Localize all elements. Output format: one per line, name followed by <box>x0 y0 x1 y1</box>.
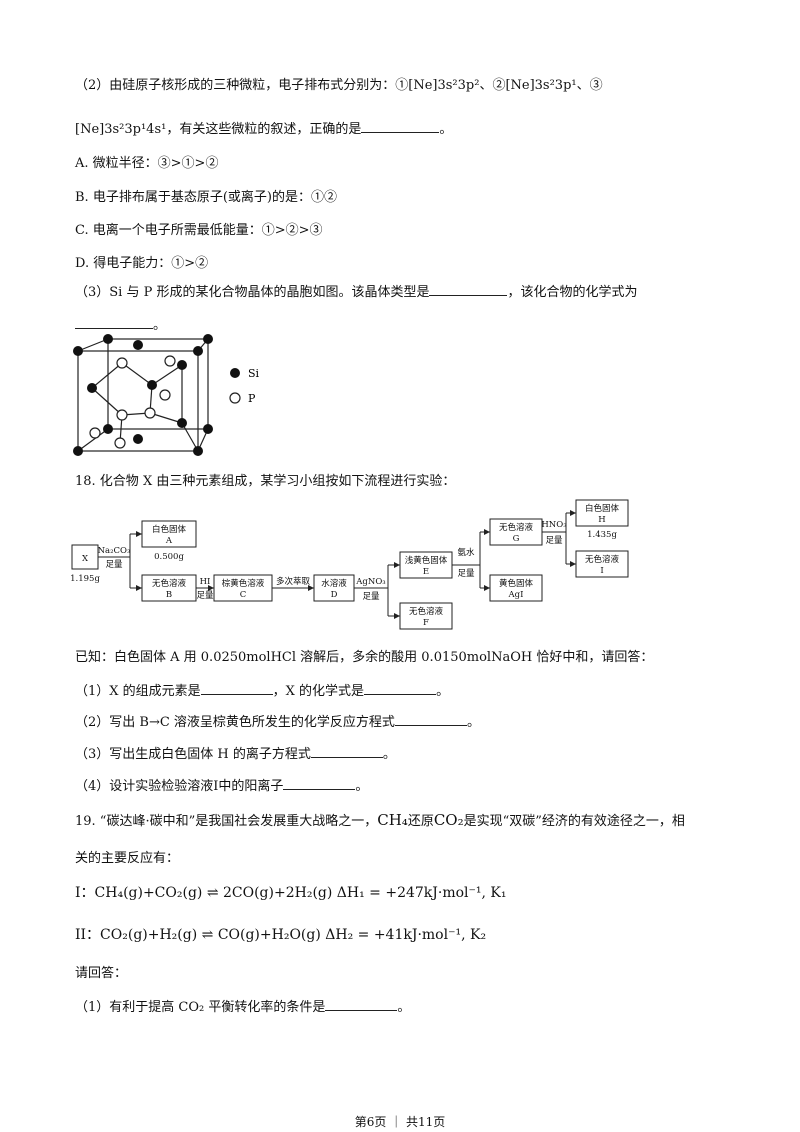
crystal-cell-diagram: Si P <box>73 334 260 456</box>
q17-3-text-a: （3）Si 与 P 形成的某化合物晶体的晶胞如图。该晶体类型是 <box>75 285 430 300</box>
flow-d-label: 水溶液 <box>321 578 347 589</box>
q19-ask: 请回答： <box>75 966 128 981</box>
flow-hno3: HNO₃ <box>541 520 566 530</box>
flow-b-label: 无色溶液 <box>152 578 187 589</box>
flow-reagent1: Na₂CO₃ <box>98 546 131 556</box>
flow-i-name: I <box>600 566 603 576</box>
flow-h-label: 白色固体 <box>585 503 620 514</box>
legend-p-label: P <box>248 392 256 405</box>
flow-e-name: E <box>423 567 429 577</box>
q18-q1-text-b: ，X 的化学式是 <box>272 684 365 699</box>
flow-c-label: 棕黄色溶液 <box>222 578 265 589</box>
answer-blank[interactable] <box>361 118 440 133</box>
flow-reagent1-cond: 足量 <box>105 560 123 570</box>
q17-3-line1: （3）Si 与 P 形成的某化合物晶体的晶胞如图。该晶体类型是 ，该化合物的化学式… <box>75 281 638 300</box>
q17-2-config3: [Ne]3s²3p¹4s¹ <box>75 122 167 137</box>
flow-agi-name: AgI <box>508 590 524 600</box>
flow-a-mass: 0.500g <box>154 552 184 562</box>
q17-2-line2-text: ，有关这些微粒的叙述，正确的是 <box>166 122 362 137</box>
page-footer: 第6页 ｜ 共11页 <box>354 1115 446 1129</box>
flow-nh3: 氨水 <box>457 547 475 558</box>
q17-3-text-b: ，该化合物的化学式为 <box>507 285 638 300</box>
q19-co2: CO₂ <box>433 811 464 829</box>
legend-si-label: Si <box>248 367 260 380</box>
q18-q3: （3）写出生成白色固体 H 的离子方程式 。 <box>75 743 396 762</box>
answer-blank[interactable] <box>310 743 383 758</box>
legend-p-dot <box>229 392 241 404</box>
q17-3-line2: 。 <box>75 314 166 333</box>
answer-blank[interactable] <box>364 680 437 695</box>
q18-known: 已知：白色固体 A 用 0.0250molHCl 溶解后，多余的酸用 0.015… <box>75 650 654 665</box>
period: 。 <box>439 122 453 137</box>
q19-q1-text: （1）有利于提高 CO₂ 平衡转化率的条件是 <box>75 1000 326 1015</box>
flow-nh3-cond: 足量 <box>457 569 475 579</box>
q18-q2-text: （2）写出 B→C 溶液呈棕黄色所发生的化学反应方程式 <box>75 715 395 730</box>
legend-si-dot <box>230 368 240 378</box>
option-d: D. 得电子能力：①>② <box>75 256 209 271</box>
period: 。 <box>466 715 480 730</box>
flow-f-label: 无色溶液 <box>409 606 444 617</box>
flow-b-name: B <box>166 590 172 600</box>
flow-a-name: A <box>165 536 173 546</box>
q19-text-c: 是实现“双碳”经济的有效途径之一，相 <box>463 814 685 829</box>
q19-reaction-2: II：CO₂(g)+H₂(g) ⇌ CO(g)+H₂O(g) ΔH₂ = +41… <box>75 927 487 943</box>
option-b: B. 电子排布属于基态原子(或离子)的是：①② <box>75 190 337 205</box>
flow-g-name: G <box>513 534 520 544</box>
flow-agi-label: 黄色固体 <box>499 578 534 589</box>
q18-q4: （4）设计实验检验溶液I中的阳离子 。 <box>75 775 368 794</box>
answer-blank[interactable] <box>200 680 273 695</box>
answer-blank[interactable] <box>394 711 467 726</box>
flow-agno3-cond: 足量 <box>362 592 380 602</box>
flow-d-name: D <box>331 590 338 600</box>
q17-2-line1-text: （2）由硅原子核形成的三种微粒，电子排布式分别为：①[Ne]3s²3p²、②[N… <box>75 78 603 93</box>
flow-x-mass: 1.195g <box>70 574 100 584</box>
q19-text-a: 19. “碳达峰·碳中和”是我国社会发展重大战略之一， <box>75 814 378 829</box>
period: 。 <box>382 747 396 762</box>
q18-q1-text-a: （1）X 的组成元素是 <box>75 684 201 699</box>
q18-q1: （1）X 的组成元素是 ，X 的化学式是 。 <box>75 680 449 699</box>
flow-g-label: 无色溶液 <box>499 522 534 533</box>
answer-blank[interactable] <box>325 996 398 1011</box>
flow-hno3-cond: 足量 <box>545 536 563 546</box>
flow-f-name: F <box>423 618 429 628</box>
q18-q4-text: （4）设计实验检验溶液I中的阳离子 <box>75 779 284 794</box>
q19-ch4: CH₄ <box>377 811 408 829</box>
answer-blank[interactable] <box>75 314 153 329</box>
q19-text-b: 还原 <box>407 814 434 829</box>
flow-agno3: AgNO₃ <box>355 577 385 587</box>
flow-c-name: C <box>240 590 247 600</box>
q19-q1: （1）有利于提高 CO₂ 平衡转化率的条件是 。 <box>75 996 410 1015</box>
flow-diagram: X 1.195g Na₂CO₃ 足量 白色固体 A 0.500g 无色溶液 B … <box>70 499 629 630</box>
flow-x: X <box>82 554 89 564</box>
q17-2-line2: [Ne]3s²3p¹4s¹，有关这些微粒的叙述，正确的是 。 <box>75 118 452 137</box>
flow-hi-cond: 足量 <box>196 591 214 601</box>
period: 。 <box>397 1000 411 1015</box>
flow-e-label: 浅黄色固体 <box>405 555 448 566</box>
answer-blank[interactable] <box>429 281 508 296</box>
flow-a-label: 白色固体 <box>152 524 187 535</box>
period: 。 <box>153 318 167 333</box>
option-c: C. 电离一个电子所需最低能量：①>②>③ <box>75 223 323 238</box>
flow-h-name: H <box>598 515 605 525</box>
answer-blank[interactable] <box>283 775 356 790</box>
q19-line2: 关的主要反应有： <box>75 851 180 866</box>
q18-q3-text: （3）写出生成白色固体 H 的离子方程式 <box>75 747 311 762</box>
option-a: A. 微粒半径：③>①>② <box>75 156 219 171</box>
q18-title: 18. 化合物 X 由三种元素组成，某学习小组按如下流程进行实验： <box>75 474 456 489</box>
flow-hi: HI <box>200 577 211 587</box>
flow-op: 多次萃取 <box>276 576 311 587</box>
q19-line1: 19. “碳达峰·碳中和”是我国社会发展重大战略之一，CH₄还原CO₂是实现“双… <box>75 810 685 829</box>
flow-h-mass: 1.435g <box>587 530 617 540</box>
period: 。 <box>436 684 450 699</box>
q18-q2: （2）写出 B→C 溶液呈棕黄色所发生的化学反应方程式 。 <box>75 711 480 730</box>
period: 。 <box>355 779 369 794</box>
flow-i-label: 无色溶液 <box>585 554 620 565</box>
q17-2-line1: （2）由硅原子核形成的三种微粒，电子排布式分别为：①[Ne]3s²3p²、②[N… <box>75 74 603 93</box>
q19-reaction-1: I：CH₄(g)+CO₂(g) ⇌ 2CO(g)+2H₂(g) ΔH₁ = +2… <box>75 885 507 901</box>
